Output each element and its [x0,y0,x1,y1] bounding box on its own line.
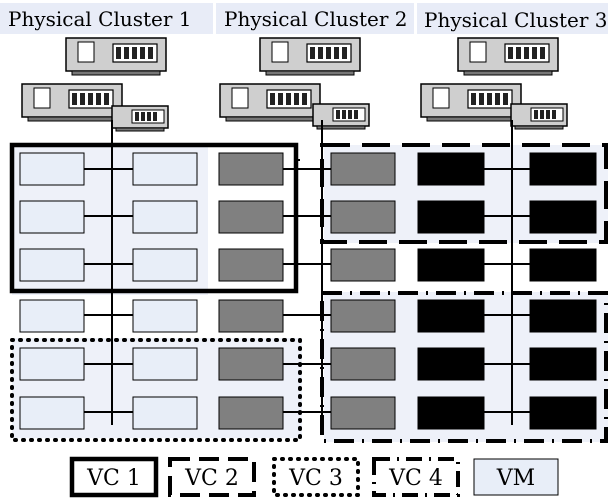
legend-vc1-swatch [69,456,159,498]
vc4-boundary [320,291,608,443]
vm-box [529,396,597,430]
vm-box [330,299,396,333]
vm-box [218,347,284,381]
vc2-boundary [320,143,608,244]
server-icon [259,37,361,76]
vm-box [417,200,485,234]
cluster-1-vms [19,152,198,430]
vm-box [330,248,396,282]
server-icon [65,37,167,76]
server-icons [21,37,568,132]
vm-box [19,248,85,282]
cluster-2-title: Physical Cluster 2 [224,7,408,31]
vc1-boundary [9,142,299,294]
vm-box [19,396,85,430]
vm-box [132,200,198,234]
vm-box [417,152,485,186]
vm-box [218,152,284,186]
vm-box [417,347,485,381]
cluster-3-vms [417,152,597,430]
vm-box [132,152,198,186]
vm-box [132,299,198,333]
vm-box [529,200,597,234]
vc3-boundary [10,338,302,442]
cluster-title-bands [0,3,608,34]
server-icon [457,37,559,76]
vm-box [218,396,284,430]
vm-box [529,248,597,282]
vm-box [19,299,85,333]
vm-box [529,347,597,381]
legend-vc4-swatch [372,457,460,497]
cluster-1-title: Physical Cluster 1 [8,7,192,31]
server-icon [219,83,321,122]
vm-box [19,152,85,186]
vm-box [19,347,85,381]
vm-box [132,396,198,430]
vm-box [417,248,485,282]
server-icon [21,83,123,122]
legend-vc4-label: VC 4 [388,466,443,491]
legend-vc3-label: VC 3 [288,466,343,491]
server-icon [510,103,568,130]
server-icon [420,83,522,122]
legend-vc3-swatch [272,457,360,497]
legend-vc1-label: VC 1 [86,466,141,491]
vm-box [529,299,597,333]
vm-box [218,299,284,333]
vm-box [218,248,284,282]
vm-box [330,396,396,430]
legend-vm-swatch [473,458,559,496]
vm-box [132,347,198,381]
vm-box [417,299,485,333]
cluster-3-title: Physical Cluster 3 [424,8,608,32]
network-links [84,120,530,425]
legend-vc2-swatch [168,457,256,497]
vm-box [417,396,485,430]
legend-vc2-label: VC 2 [184,466,239,491]
vm-box [529,152,597,186]
vm-box [19,200,85,234]
server-icon [111,105,169,132]
vm-box [330,152,396,186]
vm-box [218,200,284,234]
legend: VC 1 VC 2 VC 3 VC 4 VM [69,456,559,498]
cluster-2-vms [218,152,396,430]
legend-vm-label: VM [496,466,535,491]
vm-box [132,248,198,282]
vm-box [330,200,396,234]
vm-box [330,347,396,381]
